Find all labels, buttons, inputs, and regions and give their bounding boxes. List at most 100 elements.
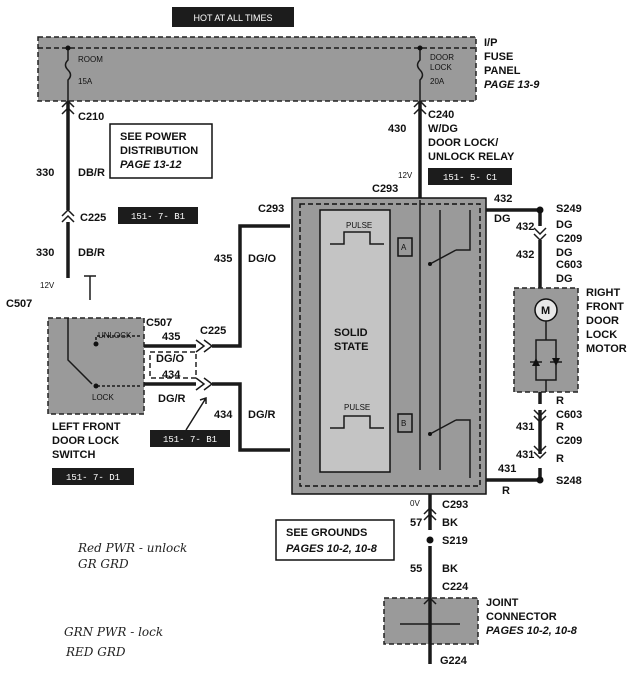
v0-label: 0V	[410, 499, 420, 508]
w432a-num: 432	[494, 193, 512, 205]
s248-label: S248	[556, 475, 582, 487]
fuse-doorlock-amps: 20A	[430, 77, 445, 86]
motor-title-3: DOOR	[586, 315, 619, 327]
w330a-num: 330	[36, 167, 54, 179]
c225-left-label: C225	[80, 212, 106, 224]
pulse-bottom-label: PULSE	[344, 403, 370, 412]
c507-code: 151- 7- B1	[163, 435, 217, 445]
w432c-color: DG	[556, 247, 573, 259]
motor-title-1: RIGHT	[586, 287, 621, 299]
see-grounds-page: PAGES 10-2, 10-8	[286, 543, 378, 555]
c293-bot-label: C293	[442, 499, 468, 511]
c603-top-label: C603	[556, 259, 582, 271]
w431b-num: 431	[516, 449, 534, 461]
hot-at-all-times-banner: HOT AT ALL TIMES	[172, 7, 294, 27]
motor-symbol: M	[541, 305, 550, 317]
switch-title-2: DOOR LOCK	[52, 435, 119, 447]
joint-page: PAGES 10-2, 10-8	[486, 625, 578, 637]
c507-right-label: C507	[146, 317, 172, 329]
relay-code: 151- 5- C1	[443, 173, 497, 183]
motor-title-5: MOTOR	[586, 343, 627, 355]
switch-unlock-label: UNLOCK	[98, 331, 132, 340]
switch-title-1: LEFT FRONT	[52, 421, 121, 433]
fuse-panel-title-3: PANEL	[484, 65, 521, 77]
note-line3: GRN PWR - lock	[64, 625, 163, 639]
w431a-color: R	[556, 421, 564, 433]
w55a-color: BK	[442, 563, 458, 575]
c507-left-label: C507	[6, 298, 32, 310]
switch-code: 151- 7- D1	[66, 473, 120, 483]
fuse-panel-page: PAGE 13-9	[484, 79, 540, 91]
see-grounds-box: SEE GROUNDS PAGES 10-2, 10-8	[275, 519, 395, 561]
w57-num: 57	[410, 517, 422, 529]
c293-top-label: C293	[372, 183, 398, 195]
coil-a-label: A	[401, 243, 407, 252]
w435-small-num: 435	[162, 331, 180, 343]
w431c-color: R	[502, 485, 510, 497]
c225-code: 151- 7- B1	[131, 212, 185, 222]
motor-title-4: LOCK	[586, 329, 617, 341]
relay-title-1: DOOR LOCK/	[428, 137, 498, 149]
w435-small-color: DG/O	[156, 353, 185, 365]
w330a-color: DB/R	[78, 167, 105, 179]
see-power-line1: SEE POWER	[120, 131, 187, 143]
joint-connector	[383, 590, 479, 664]
w435-num: 435	[214, 253, 232, 265]
joint-title-1: JOINT	[486, 597, 519, 609]
note-line4: RED GRD	[65, 645, 126, 659]
c209-top-label: C209	[556, 233, 582, 245]
fuse-panel: ROOM 15A DOOR LOCK 20A	[37, 36, 477, 102]
v12-right: 12V	[398, 171, 413, 180]
pulse-top-label: PULSE	[346, 221, 372, 230]
c240-label: C240	[428, 109, 454, 121]
c293-mid-label: C293	[258, 203, 284, 215]
w435-color: DG/O	[248, 253, 277, 265]
s249-label: S249	[556, 203, 582, 215]
w330b-color: DB/R	[78, 247, 105, 259]
note-line2: GR GRD	[78, 557, 129, 571]
w430-color: W/DG	[428, 123, 458, 135]
w431b-color: R	[556, 453, 564, 465]
s219-label: S219	[442, 535, 468, 547]
door-lock-relay: PULSE PULSE SOLID STATE A B	[291, 197, 487, 495]
w432a-color: DG	[494, 213, 511, 225]
w57-color: BK	[442, 517, 458, 529]
g224-label: G224	[440, 655, 468, 667]
v12-left: 12V	[40, 281, 55, 290]
note-line1: Red PWR - unlock	[77, 541, 187, 555]
c224-label: C224	[442, 581, 469, 593]
c603-bot-label: C603	[556, 409, 582, 421]
fuse-panel-title-2: FUSE	[484, 51, 513, 63]
w434-color: DG/R	[248, 409, 276, 421]
w434-small-num: 434	[162, 369, 181, 381]
switch-lock-label: LOCK	[92, 393, 114, 402]
relay-title-2: UNLOCK RELAY	[428, 151, 515, 163]
see-power-page: PAGE 13-12	[120, 159, 182, 171]
switch-title-3: SWITCH	[52, 449, 95, 461]
w55a-num: 55	[410, 563, 422, 575]
w431d-color: R	[556, 395, 564, 407]
joint-title-2: CONNECTOR	[486, 611, 557, 623]
fuse-doorlock-label2: LOCK	[430, 63, 452, 72]
w431c-num: 431	[498, 463, 516, 475]
c210-label: C210	[78, 111, 104, 123]
w432b-num: 432	[516, 221, 534, 233]
see-power-line2: DISTRIBUTION	[120, 145, 198, 157]
solid-state-line1: SOLID	[334, 327, 368, 339]
w432c-num: 432	[516, 249, 534, 261]
fuse-room-amps: 15A	[78, 77, 93, 86]
see-power-box: SEE POWER DISTRIBUTION PAGE 13-12	[109, 123, 213, 179]
fuse-doorlock-label1: DOOR	[430, 53, 454, 62]
w434-num: 434	[214, 409, 233, 421]
w330b-num: 330	[36, 247, 54, 259]
w430-num: 430	[388, 123, 406, 135]
solid-state-line2: STATE	[334, 341, 368, 353]
w432b-color: DG	[556, 219, 573, 231]
fuse-room-label: ROOM	[78, 55, 103, 64]
c225-right-label: C225	[200, 325, 226, 337]
w432d-color: DG	[556, 273, 573, 285]
see-grounds-line1: SEE GROUNDS	[286, 527, 367, 539]
left-front-door-lock-switch: UNLOCK LOCK	[47, 317, 145, 415]
w431a-num: 431	[516, 421, 534, 433]
